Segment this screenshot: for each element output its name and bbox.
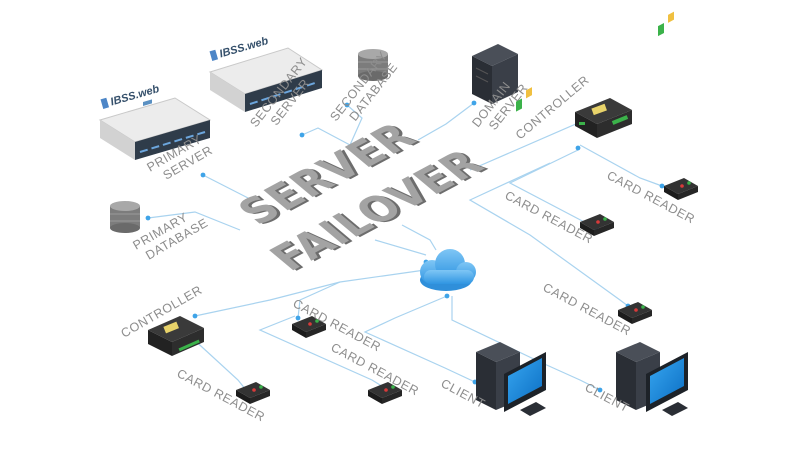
controller-top: CONTROLLER	[513, 73, 632, 142]
card-reader-2: CARD READER	[503, 188, 614, 246]
server-rack-icon	[98, 97, 212, 160]
label-card-reader-3: CARD READER	[541, 280, 634, 338]
secondary-server: IBSS.web SECONDARY SERVER	[208, 35, 324, 130]
client-2: CLIENT	[583, 11, 688, 416]
controller-left: CONTROLLER	[119, 283, 205, 356]
card-reader-icon	[292, 316, 326, 338]
controller-icon	[575, 98, 632, 138]
server-rack-icon	[208, 47, 324, 112]
database-icon	[358, 49, 388, 81]
card-reader-icon	[236, 382, 270, 404]
primary-server: IBSS.web PRIMARY SERVER	[98, 83, 215, 183]
cloud-icon	[420, 249, 476, 291]
client-1: CLIENT	[439, 87, 546, 416]
card-reader-icon	[368, 382, 402, 404]
card-reader-3: CARD READER	[541, 280, 652, 338]
card-reader-1: CARD READER	[605, 168, 698, 226]
label-controller-top: CONTROLLER	[513, 73, 592, 142]
tower-server-icon	[472, 44, 518, 104]
database-icon	[110, 201, 140, 233]
controller-icon	[148, 316, 204, 356]
client-workstation-icon	[476, 87, 546, 416]
client-workstation-icon	[616, 11, 688, 416]
card-reader-icon	[580, 214, 614, 236]
card-reader-icon	[618, 302, 652, 324]
card-reader-6: CARD READER	[175, 366, 270, 424]
card-reader-icon	[664, 178, 698, 200]
primary-database: PRIMARY DATABASE	[110, 201, 211, 263]
label-card-reader-2: CARD READER	[503, 188, 596, 246]
